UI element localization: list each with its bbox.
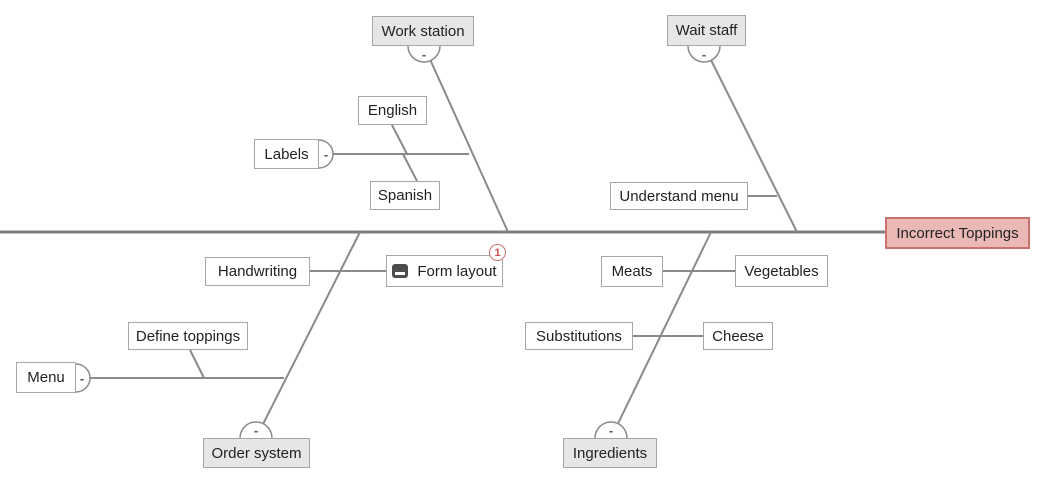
effect-label: Incorrect Toppings — [896, 224, 1019, 242]
category-label: Wait staff — [675, 22, 738, 39]
work-station-branch-line — [423, 45, 509, 233]
cause-label: English — [367, 102, 418, 119]
cause-box-menu[interactable]: Menu — [16, 362, 76, 393]
cause-box-substitutions[interactable]: Substitutions — [525, 322, 633, 350]
cause-label: Menu — [27, 369, 65, 386]
category-label: Ingredients — [572, 444, 648, 462]
wait-staff-branch-line — [703, 45, 798, 233]
define-toppings-connector-line — [189, 349, 205, 379]
category-label: Order system — [211, 444, 302, 462]
work-station-collapse-button[interactable]: - — [421, 46, 427, 62]
cause-box-meats[interactable]: Meats — [601, 256, 663, 287]
cause-label: Understand menu — [619, 187, 739, 205]
cause-label: Substitutions — [536, 327, 622, 345]
cause-label: Vegetables — [744, 262, 819, 280]
comment-count: 1 — [494, 246, 501, 259]
category-box-ingredients[interactable]: Ingredients — [563, 438, 657, 468]
comment-icon — [392, 264, 409, 278]
ingredients-collapse-button[interactable]: - — [608, 422, 614, 438]
cause-label: Form layout — [417, 262, 497, 280]
cause-box-handwriting[interactable]: Handwriting — [205, 257, 310, 286]
cause-label: Handwriting — [217, 263, 298, 280]
cause-box-spanish[interactable]: Spanish — [370, 181, 440, 210]
menu-collapse-button[interactable]: - — [79, 370, 85, 386]
labels-collapse-button[interactable]: - — [323, 146, 329, 162]
cause-box-labels[interactable]: Labels — [254, 139, 319, 169]
wait-staff-collapse-button[interactable]: - — [701, 46, 707, 62]
cause-label: Cheese — [712, 327, 764, 345]
cause-box-cheese[interactable]: Cheese — [703, 322, 773, 350]
category-label: Work station — [381, 22, 465, 40]
category-box-work-station[interactable]: Work station — [372, 16, 474, 46]
cause-box-define-toppings[interactable]: Define toppings — [128, 322, 248, 350]
cause-label: Labels — [264, 145, 309, 163]
category-box-order-system[interactable]: Order system — [203, 438, 310, 468]
cause-box-english[interactable]: English — [358, 96, 427, 125]
effect-box-incorrect-toppings[interactable]: Incorrect Toppings — [885, 217, 1030, 249]
cause-box-understand-menu[interactable]: Understand menu — [610, 182, 748, 210]
cause-label: Spanish — [377, 187, 433, 204]
english-connector-line — [391, 124, 408, 155]
category-box-wait-staff[interactable]: Wait staff — [667, 15, 746, 46]
form-layout-content: Form layout — [392, 262, 497, 280]
cause-box-vegetables[interactable]: Vegetables — [735, 255, 828, 287]
cause-label: Define toppings — [135, 327, 241, 345]
comment-count-badge[interactable]: 1 — [489, 244, 506, 261]
order-system-collapse-button[interactable]: - — [253, 422, 259, 438]
spanish-connector-line — [402, 153, 418, 182]
cause-box-form-layout[interactable]: Form layout — [386, 255, 503, 287]
order-system-branch-line — [255, 231, 361, 439]
cause-label: Meats — [611, 263, 653, 280]
